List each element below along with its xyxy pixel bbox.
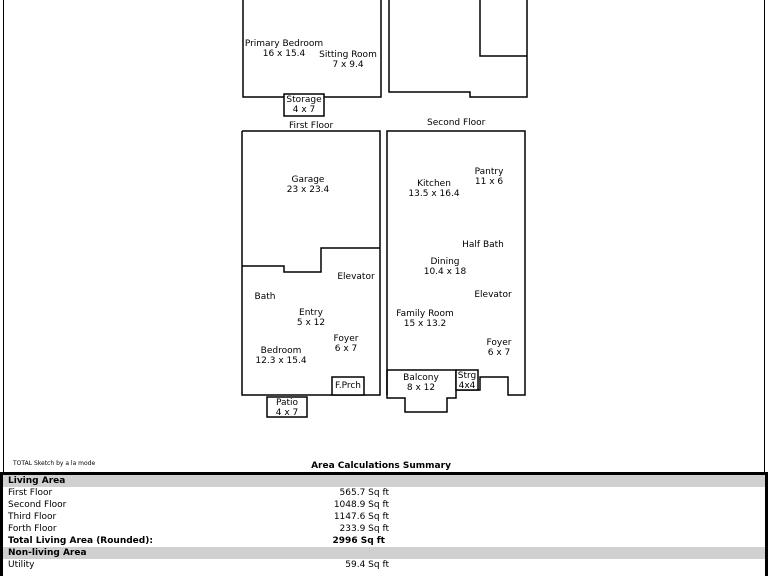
room-front-porch: F.Prch [332,381,364,391]
row-label: Third Floor [8,512,57,522]
room-dims: 7 x 9.4 [332,60,364,70]
top-right-floor-outline [388,0,528,98]
room-bath: Bath [250,292,280,302]
storage-outline [283,93,325,117]
sketch-sheet [3,0,765,472]
table-row: First Floor 565.7 Sq ft [3,487,765,499]
row-value: 59.4 Sq ft [345,560,389,570]
second-floor-title: Second Floor [427,118,486,128]
first-floor-outline [241,130,381,396]
room-name: Primary Bedroom [244,39,324,49]
room-entry: Entry 5 x 12 [290,308,332,328]
room-name: Storage [286,95,322,105]
room-kitchen: Kitchen 13.5 x 16.4 [403,179,465,199]
row-value: 1048.9 Sq ft [333,500,389,510]
room-dining: Dining 10.4 x 18 [420,257,470,277]
row-label: Second Floor [8,500,67,510]
summary-title: Area Calculations Summary [311,461,451,471]
first-floor-title: First Floor [289,121,334,131]
strg-outline [455,369,479,391]
row-label: Forth Floor [8,524,57,534]
room-balcony: Balcony 8 x 12 [398,373,444,393]
room-foyer-second: Foyer 6 x 7 [480,338,518,358]
room-name: Entry [299,308,323,318]
room-bedroom: Bedroom 12.3 x 15.4 [250,346,312,366]
top-right-inner-wall [479,0,527,57]
room-name: Pantry [474,167,504,177]
floor-plan-drawing [241,0,528,418]
room-name: Sitting Room [319,50,377,60]
room-name: Elevator [337,272,375,282]
garage-wall [242,247,380,273]
front-porch-outline [331,376,365,396]
room-name: Family Room [396,309,454,319]
room-half-bath: Half Bath [458,240,508,250]
room-dims: 4 x 7 [292,105,316,115]
table-row: Third Floor 1147.6 Sq ft [3,511,765,523]
room-name: Balcony [403,373,439,383]
nonliving-area-header: Non-living Area [3,547,765,559]
area-summary-table: Living Area First Floor 565.7 Sq ft Seco… [0,472,768,576]
sketch-credit: TOTAL Sketch by a la mode [13,460,96,467]
room-strg: Strg 4x4 [456,371,478,391]
section-label: Living Area [8,476,66,486]
room-name: Bedroom [260,346,302,356]
room-dims: 13.5 x 16.4 [408,189,460,199]
room-name: Garage [291,175,325,185]
room-dims: 15 x 13.2 [403,319,447,329]
room-family-room: Family Room 15 x 13.2 [393,309,457,329]
total-label: Total Living Area (Rounded): [8,536,153,546]
room-pantry: Pantry 11 x 6 [468,167,510,187]
living-area-header: Living Area [3,475,765,487]
room-name: Strg [457,371,477,381]
patio-outline [266,396,308,418]
room-dims: 6 x 7 [487,348,511,358]
room-elevator-first: Elevator [334,272,378,282]
row-value: 565.7 Sq ft [339,488,389,498]
room-name: Dining [430,257,460,267]
room-name: Patio [275,398,299,408]
row-label: First Floor [8,488,53,498]
table-row: Utility 59.4 Sq ft [3,559,765,571]
room-name: Kitchen [417,179,451,189]
room-dims: 16 x 15.4 [262,49,306,59]
room-name: Bath [254,292,276,302]
room-foyer-first: Foyer 6 x 7 [328,334,364,354]
room-storage: Storage 4 x 7 [284,95,324,115]
row-value: 233.9 Sq ft [339,524,389,534]
room-dims: 4 x 7 [275,408,299,418]
room-name: Elevator [474,290,512,300]
room-elevator-second: Elevator [471,290,515,300]
room-name: F.Prch [334,381,361,391]
room-sitting-room: Sitting Room 7 x 9.4 [318,50,378,70]
room-dims: 4x4 [458,381,476,391]
room-primary-bedroom: Primary Bedroom 16 x 15.4 [244,39,324,59]
row-value: 1147.6 Sq ft [333,512,389,522]
room-name: Foyer [333,334,359,344]
room-dims: 6 x 7 [334,344,358,354]
second-floor-outline [386,130,526,396]
row-label: Utility [8,560,35,570]
room-dims: 11 x 6 [474,177,504,187]
room-name: Foyer [486,338,512,348]
room-dims: 23 x 23.4 [286,185,330,195]
room-dims: 5 x 12 [296,318,326,328]
room-name: Half Bath [462,240,504,250]
room-garage: Garage 23 x 23.4 [278,175,338,195]
section-label: Non-living Area [8,548,87,558]
room-dims: 12.3 x 15.4 [255,356,307,366]
room-dims: 10.4 x 18 [423,267,467,277]
total-living-row: Total Living Area (Rounded): 2996 Sq ft [3,535,765,547]
table-row: Second Floor 1048.9 Sq ft [3,499,765,511]
room-dims: 8 x 12 [406,383,436,393]
table-row: Forth Floor 233.9 Sq ft [3,523,765,535]
total-value: 2996 Sq ft [332,536,385,546]
room-patio: Patio 4 x 7 [267,398,307,418]
